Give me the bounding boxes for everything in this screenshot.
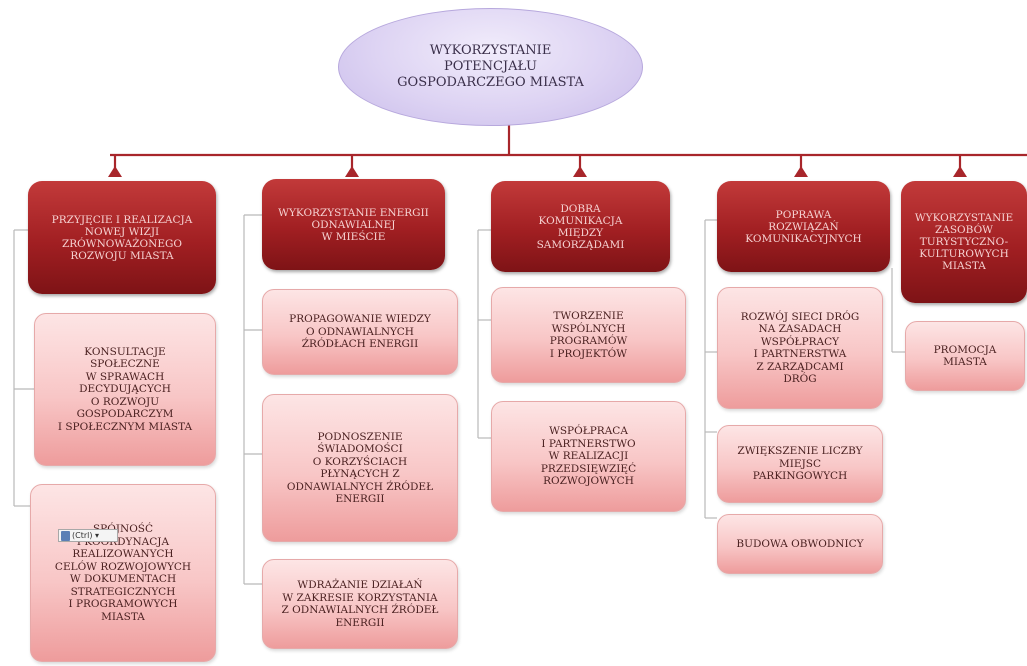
child-label-1-1: KONSULTACJE SPOŁECZNE W SPRAWACH DECYDUJ… (57, 345, 193, 433)
child-label-1-2: SPÓJNOŚĆ I KOORDYNACJA REALIZOWANYCH CEL… (54, 523, 192, 623)
child-node-2-1: PROPAGOWANIE WIEDZY O ODNAWIALNYCH ŹRÓDŁ… (262, 289, 458, 375)
clipboard-icon (61, 530, 70, 541)
head-label-3: DOBRA KOMUNIKACJA MIĘDZY SAMORZĄDAMI (536, 202, 625, 251)
child-node-1-2: SPÓJNOŚĆ I KOORDYNACJA REALIZOWANYCH CEL… (30, 484, 216, 662)
head-label-4: POPRAWA ROZWIĄZAŃ KOMUNIKACYJNYCH (745, 208, 862, 245)
child-node-3-2: WSPÓŁPRACA I PARTNERSTWO W REALIZACJI PR… (491, 401, 686, 512)
paste-options-label: (Ctrl) ▾ (72, 531, 100, 540)
head-label-2: WYKORZYSTANIE ENERGII ODNAWIALNEJ W MIEŚ… (278, 206, 429, 243)
child-node-4-2: ZWIĘKSZENIE LICZBY MIEJSC PARKINGOWYCH (717, 425, 883, 503)
head-node-3: DOBRA KOMUNIKACJA MIĘDZY SAMORZĄDAMI (491, 181, 670, 272)
child-label-4-1: ROZWÓJ SIECI DRÓG NA ZASADACH WSPÓŁPRACY… (740, 310, 860, 386)
child-node-5-1: PROMOCJA MIASTA (905, 321, 1025, 391)
child-label-3-2: WSPÓŁPRACA I PARTNERSTWO W REALIZACJI PR… (540, 425, 637, 488)
child-node-2-3: WDRAŻANIE DZIAŁAŃ W ZAKRESIE KORZYSTANIA… (262, 559, 458, 649)
child-node-4-1: ROZWÓJ SIECI DRÓG NA ZASADACH WSPÓŁPRACY… (717, 287, 883, 409)
paste-options-popup[interactable]: (Ctrl) ▾ (58, 529, 118, 542)
child-node-2-2: PODNOSZENIE ŚWIADOMOŚCI O KORZYŚCIACH PŁ… (262, 394, 458, 542)
child-label-4-3: BUDOWA OBWODNICY (736, 537, 864, 550)
child-label-4-2: ZWIĘKSZENIE LICZBY MIEJSC PARKINGOWYCH (737, 445, 863, 483)
head-node-4: POPRAWA ROZWIĄZAŃ KOMUNIKACYJNYCH (717, 181, 890, 272)
child-label-2-1: PROPAGOWANIE WIEDZY O ODNAWIALNYCH ŹRÓDŁ… (289, 313, 431, 351)
child-label-3-1: TWORZENIE WSPÓLNYCH PROGRAMÓW I PROJEKTÓ… (549, 310, 628, 360)
child-node-4-3: BUDOWA OBWODNICY (717, 514, 883, 574)
child-label-2-3: WDRAŻANIE DZIAŁAŃ W ZAKRESIE KORZYSTANIA… (281, 579, 439, 629)
root-label: WYKORZYSTANIE POTENCJAŁU GOSPODARCZEGO M… (397, 43, 584, 90)
child-label-2-2: PODNOSZENIE ŚWIADOMOŚCI O KORZYŚCIACH PŁ… (286, 430, 434, 506)
child-label-5-1: PROMOCJA MIASTA (933, 343, 997, 369)
head-label-1: PRZYJĘCIE I REALIZACJA NOWEJ WIZJI ZRÓWN… (51, 213, 193, 262)
child-node-1-1: KONSULTACJE SPOŁECZNE W SPRAWACH DECYDUJ… (34, 313, 216, 466)
head-node-2: WYKORZYSTANIE ENERGII ODNAWIALNEJ W MIEŚ… (262, 179, 445, 270)
root-node: WYKORZYSTANIE POTENCJAŁU GOSPODARCZEGO M… (338, 8, 643, 126)
head-node-5: WYKORZYSTANIE ZASOBÓW TURYSTYCZNO- KULTU… (901, 181, 1027, 303)
head-node-1: PRZYJĘCIE I REALIZACJA NOWEJ WIZJI ZRÓWN… (28, 181, 216, 294)
child-node-3-1: TWORZENIE WSPÓLNYCH PROGRAMÓW I PROJEKTÓ… (491, 287, 686, 383)
head-label-5: WYKORZYSTANIE ZASOBÓW TURYSTYCZNO- KULTU… (914, 212, 1014, 272)
